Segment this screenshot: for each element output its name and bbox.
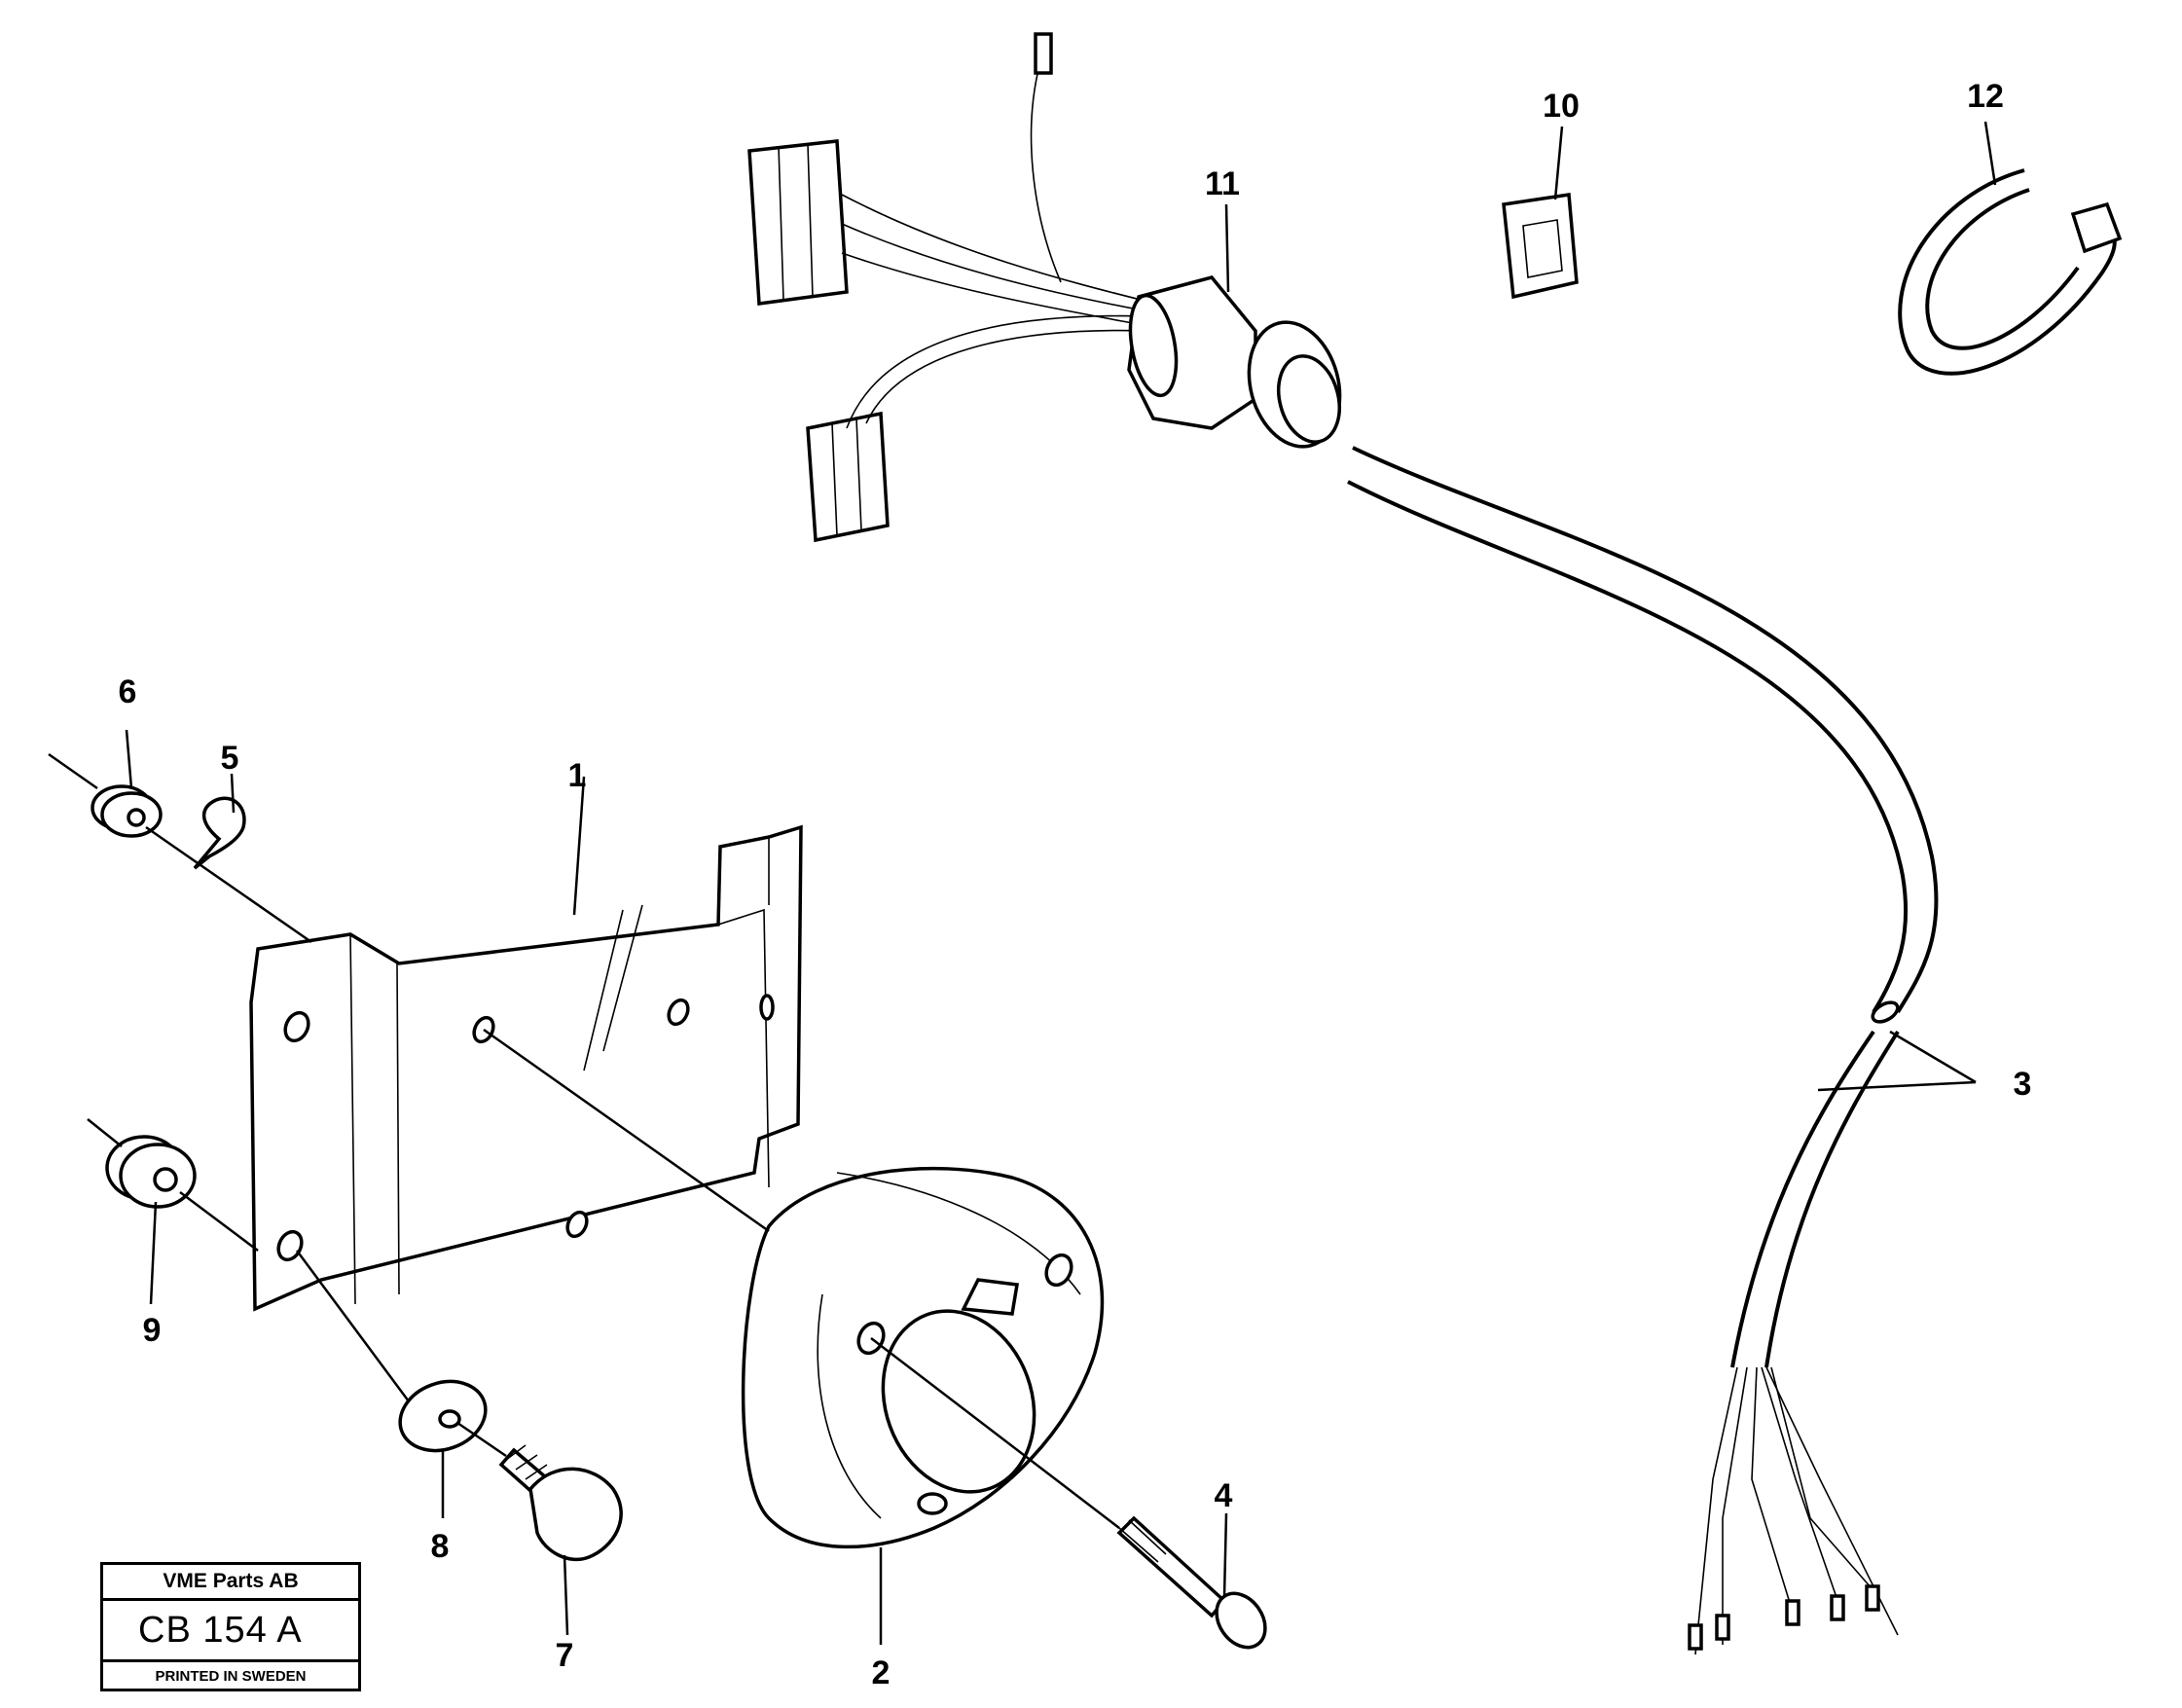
callout-3: 3 xyxy=(2014,1066,2032,1103)
callout-12: 12 xyxy=(1967,78,2004,115)
cable-part-3 xyxy=(1347,446,1939,1655)
drawing-code: CB 154 A xyxy=(103,1601,358,1662)
callout-6: 6 xyxy=(119,673,137,710)
nut-part-6 xyxy=(91,784,163,838)
harness-part-11 xyxy=(747,32,1342,543)
bracket-part-1 xyxy=(249,824,803,1312)
callout-11: 11 xyxy=(1205,165,1240,202)
leader-lines xyxy=(48,121,1997,1645)
bolt-part-7 xyxy=(498,1444,623,1562)
callout-8: 8 xyxy=(431,1528,450,1565)
callout-9: 9 xyxy=(143,1312,162,1349)
printed-note: PRINTED IN SWEDEN xyxy=(155,1668,307,1685)
callout-2: 2 xyxy=(872,1654,891,1691)
callout-4: 4 xyxy=(1215,1477,1233,1514)
callout-5: 5 xyxy=(221,740,239,777)
title-block: VME Parts AB CB 154 A PRINTED IN SWEDEN xyxy=(100,1562,361,1691)
callout-10: 10 xyxy=(1543,88,1580,125)
company-name: VME Parts AB xyxy=(103,1565,358,1601)
callout-labels: 1 2 3 4 5 6 7 8 9 10 11 12 xyxy=(119,78,2032,1691)
washer-part-5 xyxy=(193,796,246,870)
nut-part-9 xyxy=(105,1135,197,1209)
flat-washer-part-8 xyxy=(398,1379,488,1453)
socket-part-2 xyxy=(741,1166,1105,1549)
screw-part-4 xyxy=(1116,1515,1267,1650)
callout-7: 7 xyxy=(556,1637,574,1674)
callout-1: 1 xyxy=(568,757,587,794)
clip-part-10 xyxy=(1502,192,1579,300)
cable-tie-part-12 xyxy=(1898,168,2123,376)
